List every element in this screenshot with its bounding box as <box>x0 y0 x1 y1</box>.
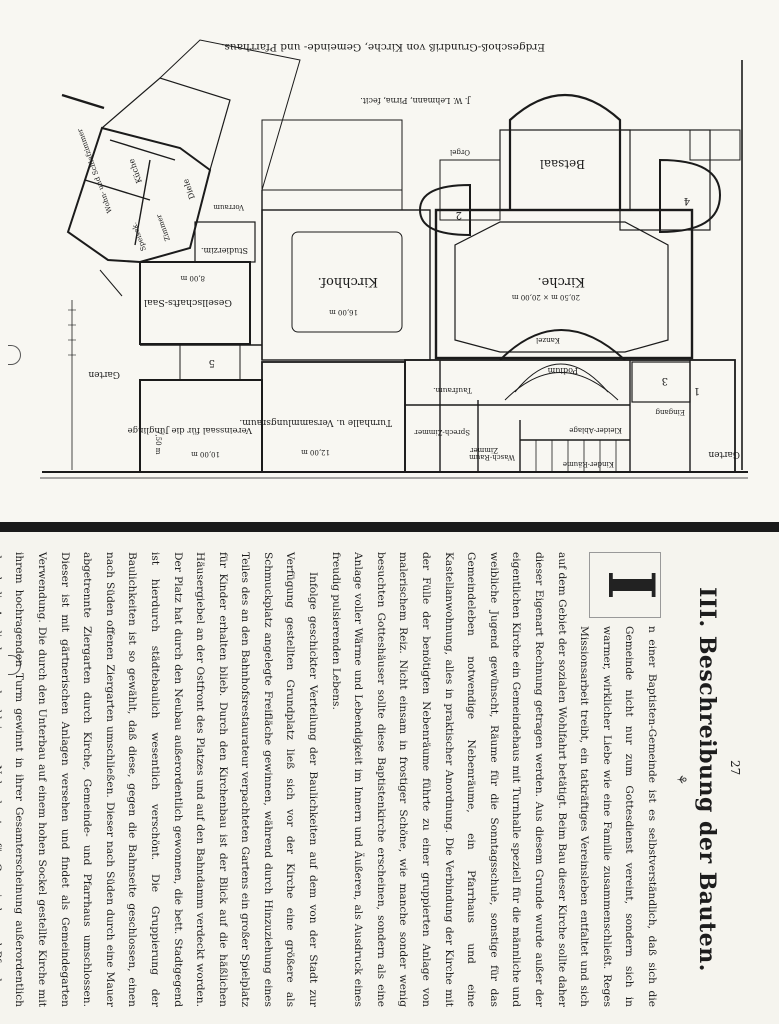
label-betsaal: Betsaal <box>540 157 585 171</box>
label-kleiderablage: Kleider-Ablage <box>569 426 622 434</box>
floor-plan-sheet: Erdgeschoß-Grundriß von Kirche, Gemeinde… <box>40 39 748 479</box>
label-wohn-und-schlafzimmer: Wohn- und Schlafzimmer <box>76 127 114 214</box>
chapter-title: III. Beschreibung der Bauten. <box>694 587 720 972</box>
label-kuche: Küche <box>127 157 144 184</box>
label-studierzim: Studierzim. <box>201 246 248 255</box>
label-vereinssaal-dim2: 7,50 m <box>154 430 162 455</box>
label-kanzel: Kanzel <box>535 336 560 344</box>
plan-kirchhof-inner <box>291 231 403 333</box>
label-garten-right: Garten <box>708 449 740 459</box>
label-kinderraume: Kinder-Räume <box>563 460 614 468</box>
label-kirche: Kirche. <box>537 274 585 289</box>
label-taufraum: Taufraum. <box>433 386 472 395</box>
plan-podium-arc <box>499 329 626 361</box>
label-podium: Podium <box>547 366 578 375</box>
plan-church-octagon <box>454 221 669 353</box>
label-zimmer2: Zimmer <box>155 213 172 243</box>
label-vereinssaal: Vereinssaal für die Jünglinge <box>128 425 253 435</box>
plan-turnhalle <box>261 361 406 473</box>
label-vereinssaal-dim: 10,00 m <box>191 450 220 458</box>
label-sprechzimmer: Sprech-Zimmer <box>414 428 470 436</box>
paragraph-2: Infolge geschickter Verteilung der Bauli… <box>0 552 320 1007</box>
label-stair-1: 1 <box>694 385 700 396</box>
plan-caption: Erdgeschoß-Grundriß von Kirche, Gemeinde… <box>221 41 545 53</box>
label-kirche-dim: 20,50 m × 20,00 m <box>512 293 580 301</box>
label-stair-4: 4 <box>684 195 690 206</box>
plan-gallery-arc <box>504 372 619 401</box>
label-zimmer: Zimmer <box>469 446 498 454</box>
plan-stair-3 <box>631 361 691 403</box>
page-number: 27 <box>728 760 742 776</box>
label-turnhalle-dim: 12,00 m <box>301 448 330 456</box>
label-kirchhof-dim: 16,00 m <box>329 308 358 316</box>
label-kirchhof: Kirchhof. <box>318 274 378 289</box>
label-turnhalle: Turnhalle u. Versammlungsraum. <box>239 417 392 427</box>
label-gesellschafts-saal: Gesellschafts-Saal <box>144 297 232 308</box>
label-stair-5: 5 <box>209 357 215 368</box>
label-waschraum: Wasch-Raum <box>469 453 515 461</box>
floor-plan-drawing: Erdgeschoß-Grundriß von Kirche, Gemeinde… <box>40 39 748 479</box>
plan-podium-arc-inner <box>514 363 609 393</box>
label-stair-3: 3 <box>662 375 668 386</box>
label-vorraum: Vorraum <box>213 203 245 211</box>
label-saal-dim: 8,00 m <box>180 274 205 282</box>
title-flourish: ⚘ <box>673 773 688 786</box>
dropcap-initial: I <box>589 552 668 618</box>
label-orgel: Orgel <box>449 148 470 156</box>
page-fold <box>0 522 779 532</box>
text-sheet <box>0 532 779 1024</box>
plan-author-note: J. W. Lehmann, Pirna, fecit. <box>360 96 471 105</box>
paragraph-1-text: n einer Baptisten-Gemeinde ist es selbst… <box>329 552 658 1007</box>
label-speisek: Speisek. <box>130 221 148 252</box>
plan-studierzim <box>194 221 256 263</box>
plan-upper-strip <box>261 119 403 191</box>
label-diele: Diele <box>181 177 197 200</box>
plan-betsaal-apse <box>508 93 622 210</box>
label-stair-2: 2 <box>456 209 462 220</box>
label-garten-left: Garten <box>88 369 120 379</box>
label-eingang: Eingang <box>655 408 685 416</box>
plan-pfarrhaus-wing <box>66 126 212 264</box>
